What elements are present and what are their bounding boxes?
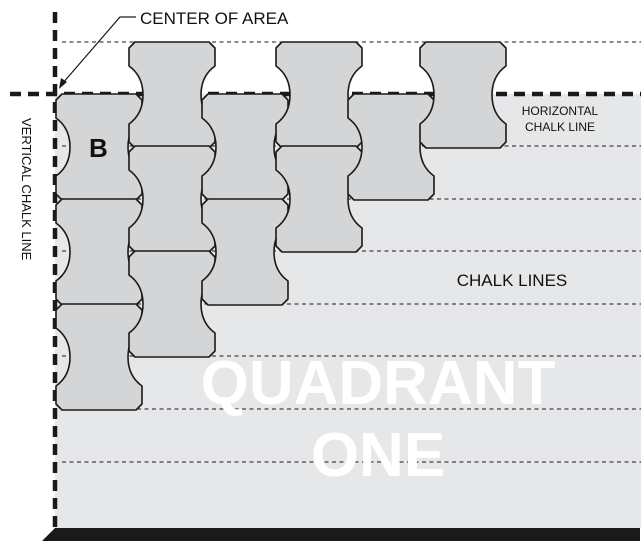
- quadrant-bottom-edge: [42, 528, 640, 541]
- start-marker-b: B: [89, 133, 108, 163]
- center-of-area-label: CENTER OF AREA: [140, 9, 289, 28]
- paver-unit: [419, 41, 507, 149]
- center-of-area-leader: [61, 16, 136, 85]
- paver-group: [55, 41, 507, 411]
- leader-arrowhead: [59, 78, 67, 89]
- quadrant-word-2: ONE: [311, 421, 445, 490]
- horizontal-chalk-line-label: HORIZONTAL: [522, 104, 599, 118]
- quadrant-word-1: QUADRANT: [201, 349, 556, 418]
- vertical-chalk-line-label: VERTICAL CHALK LINE: [19, 118, 34, 261]
- horizontal-chalk-line-label: CHALK LINE: [525, 120, 595, 134]
- chalk-lines: [62, 41, 641, 463]
- chalk-lines-label: CHALK LINES: [457, 271, 568, 290]
